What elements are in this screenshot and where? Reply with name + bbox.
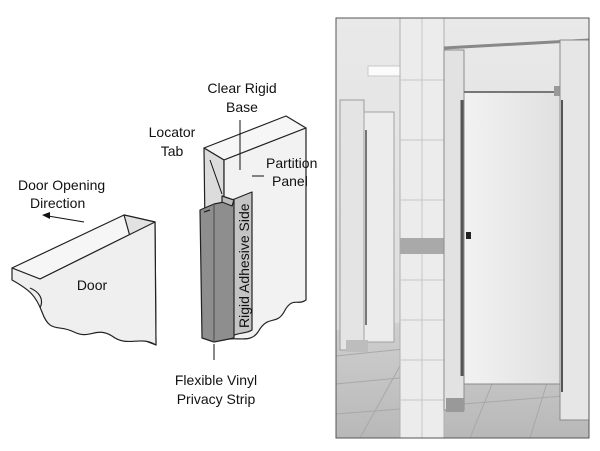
restroom-photo: [335, 17, 590, 439]
door-opening-arrow: [42, 212, 85, 223]
door-label: Door: [77, 277, 108, 293]
clear-rigid-base-label-line2: Base: [226, 99, 258, 115]
flexible-vinyl-label-line1: Flexible Vinyl: [175, 372, 257, 388]
diagram-labels: Clear Rigid Base Locator Tab Door Openin…: [18, 80, 317, 407]
flexible-vinyl-label-line2: Privacy Strip: [177, 391, 256, 407]
stall-door: [460, 91, 561, 385]
partition-panel-label-line1: Partition: [266, 155, 317, 171]
door-opening-label-line2: Direction: [30, 195, 85, 211]
tiled-pillar: [399, 18, 445, 438]
door-opening-label-line1: Door Opening: [18, 177, 105, 193]
vinyl-privacy-strip-drawing: [199, 195, 235, 343]
door-drawing: [11, 214, 157, 346]
installation-diagram: [11, 115, 307, 360]
locator-tab-label-line1: Locator: [149, 124, 196, 140]
leader-lines: [209, 120, 264, 360]
rigid-adhesive-side-label: Rigid Adhesive Side: [236, 203, 252, 328]
locator-tab-label-line2: Tab: [161, 143, 184, 159]
clear-rigid-base-label-line1: Clear Rigid: [207, 80, 276, 96]
partition-panel-label-line2: Panel: [272, 173, 308, 189]
